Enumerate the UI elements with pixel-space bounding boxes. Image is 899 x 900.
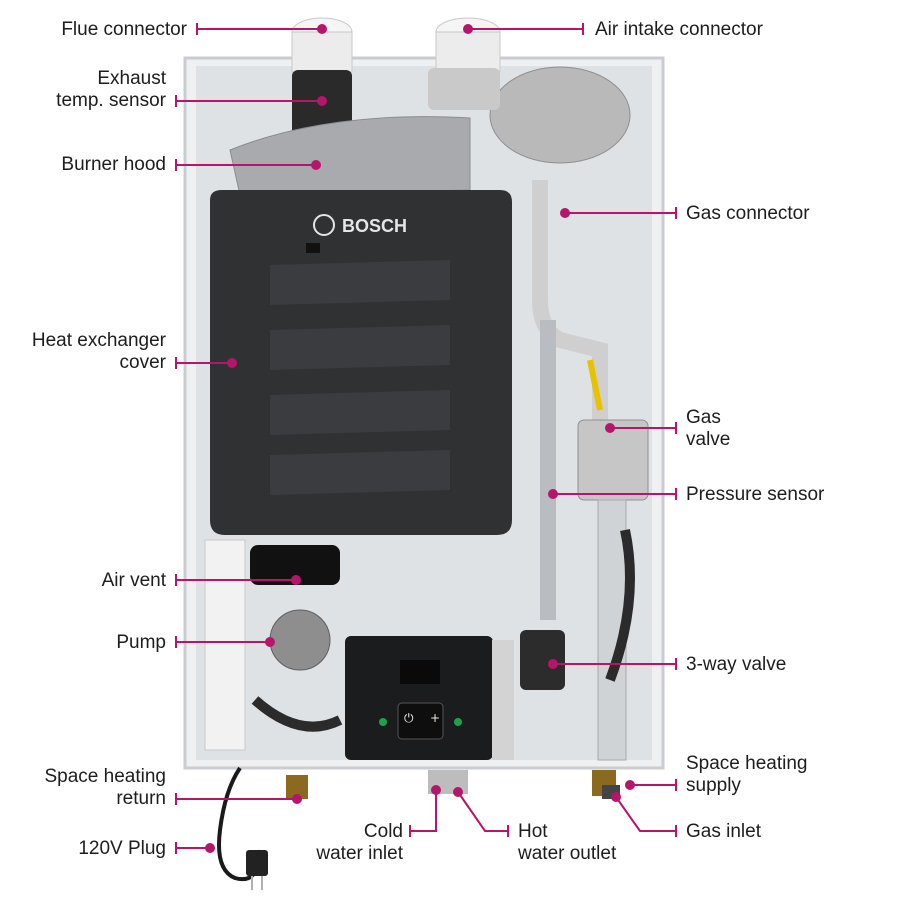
blower — [489, 66, 631, 164]
label-gas-valve: Gas valve — [686, 407, 731, 450]
label-space-heating-return: Space heating return — [44, 766, 167, 809]
bosch-logo-mark — [313, 214, 335, 236]
three-way-valve-body — [520, 630, 565, 690]
label-gas-connector: Gas connector — [686, 203, 810, 224]
power-icon: ⏻ — [404, 711, 414, 725]
corrugated-hose — [605, 528, 635, 682]
label-air-vent: Air vent — [101, 570, 166, 591]
label-cold-water-inlet: Cold water inlet — [316, 821, 403, 864]
plug-head — [246, 850, 268, 876]
return-fitting — [286, 775, 308, 799]
label-3-way-valve: 3-way valve — [686, 654, 787, 675]
label-pump: Pump — [116, 632, 166, 653]
label-flue-connector: Flue connector — [61, 19, 187, 40]
label-pressure-sensor: Pressure sensor — [686, 484, 825, 505]
label-space-heating-supply: Space heating supply — [686, 753, 808, 796]
label-burner-hood: Burner hood — [61, 154, 166, 175]
label-air-intake-connector: Air intake connector — [595, 19, 763, 40]
burner-hood-shape — [229, 116, 471, 196]
plus-icon: + — [430, 711, 440, 725]
label-heat-exchanger-cover: Heat exchanger cover — [31, 330, 166, 373]
label-exhaust-temp-sensor: Exhaust temp. sensor — [56, 68, 166, 111]
label-gas-inlet: Gas inlet — [686, 821, 761, 842]
control-panel — [345, 636, 493, 760]
label-hot-water-outlet: Hot water outlet — [518, 821, 617, 864]
air-vent-bracket — [204, 539, 246, 751]
bosch-brand-text: BOSCH — [342, 216, 407, 236]
label-120v-plug: 120V Plug — [78, 838, 166, 859]
